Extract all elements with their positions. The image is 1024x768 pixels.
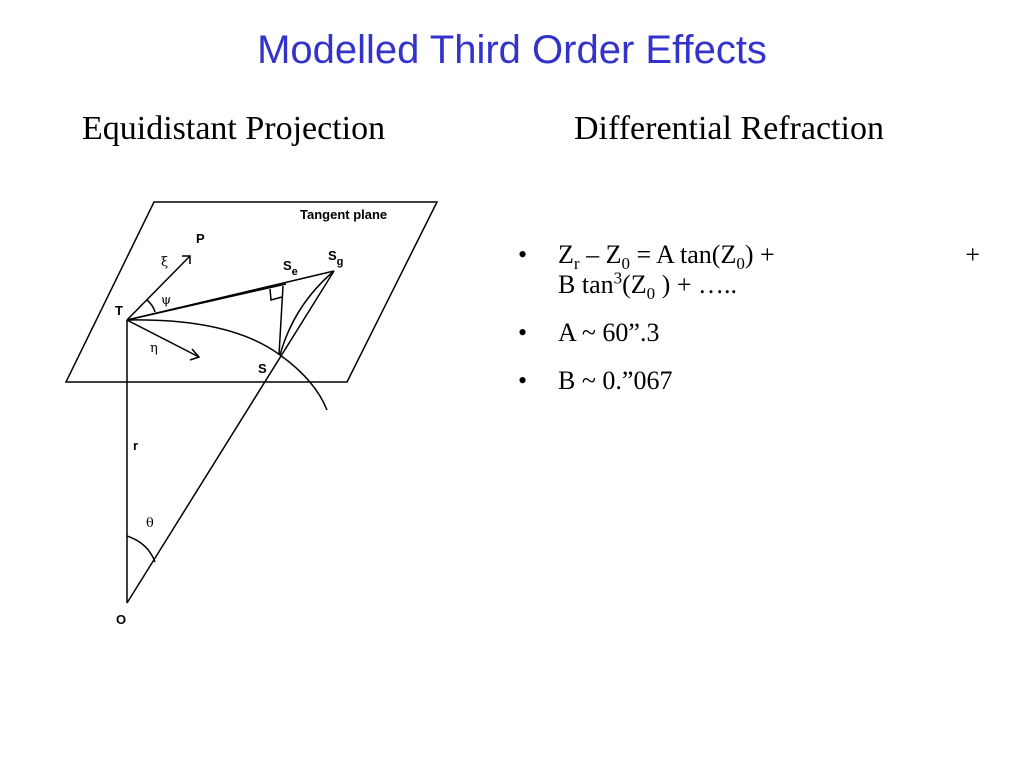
bullet-refraction-formula: Zr – Z0 = A tan(Z0) + + B tan3(Z0 ) + ….… bbox=[512, 240, 992, 302]
label-Se-sub: e bbox=[292, 266, 298, 278]
label-theta: θ bbox=[146, 516, 154, 531]
label-r: r bbox=[133, 438, 138, 453]
label-xi: ξ bbox=[161, 255, 168, 270]
formula-z: Z bbox=[558, 240, 574, 269]
right-heading: Differential Refraction bbox=[574, 110, 884, 147]
label-Se: Se bbox=[283, 258, 298, 278]
formula-tail: ) + ….. bbox=[655, 270, 737, 299]
label-O: O bbox=[116, 612, 126, 627]
label-Sg-main: S bbox=[328, 248, 337, 263]
great-circle-arc bbox=[279, 354, 328, 411]
theta-angle-arc bbox=[126, 535, 156, 563]
label-P: P bbox=[196, 231, 205, 246]
bullet-a-value: A ~ 60”.3 bbox=[512, 318, 992, 348]
line-O-Sg bbox=[126, 270, 335, 604]
tangent-plane bbox=[64, 201, 439, 383]
left-heading: Equidistant Projection bbox=[82, 110, 386, 147]
xi-arrowhead bbox=[182, 255, 191, 264]
formula-b-tan: B tan bbox=[558, 270, 614, 299]
label-eta: η bbox=[150, 341, 158, 356]
eta-arrowhead bbox=[189, 348, 201, 361]
label-S: S bbox=[258, 361, 267, 376]
label-Sg: Sg bbox=[328, 248, 343, 268]
label-Se-main: S bbox=[283, 258, 292, 273]
line-T-Se bbox=[126, 283, 287, 321]
formula-sub-0-a: 0 bbox=[621, 254, 630, 274]
xi-vector bbox=[126, 255, 191, 321]
psi-angle-arc bbox=[146, 299, 156, 313]
label-psi: ψ bbox=[161, 293, 171, 308]
label-Sg-sub: g bbox=[337, 256, 344, 268]
line-Se-S bbox=[278, 285, 284, 356]
label-tangent-plane: Tangent plane bbox=[300, 207, 387, 222]
slide-title: Modelled Third Order Effects bbox=[257, 28, 767, 72]
formula-equals-a-tan: = A tan(Z bbox=[629, 240, 737, 269]
curve-S-Sg bbox=[279, 270, 335, 356]
formula-trailing-plus: + bbox=[965, 240, 980, 269]
formula-sub-r: r bbox=[573, 254, 580, 274]
formula-sub-0-b: 0 bbox=[736, 254, 745, 274]
formula-sup-3: 3 bbox=[613, 268, 623, 288]
formula-line-1: Zr – Z0 = A tan(Z0) + bbox=[558, 240, 775, 272]
refraction-bullet-list: Zr – Z0 = A tan(Z0) + + B tan3(Z0 ) + ….… bbox=[512, 240, 992, 414]
eta-vector bbox=[126, 319, 200, 358]
formula-close-plus: ) + bbox=[744, 240, 775, 269]
formula-line-2: B tan3(Z0 ) + ….. bbox=[558, 268, 737, 302]
bullet-b-value: B ~ 0.”067 bbox=[512, 366, 992, 396]
formula-minus-z: – Z bbox=[579, 240, 622, 269]
label-T: T bbox=[115, 303, 123, 318]
arc-T-S bbox=[126, 319, 281, 356]
formula-sub-0-c: 0 bbox=[646, 284, 656, 304]
formula-open-z: (Z bbox=[622, 270, 647, 299]
right-angle-mark bbox=[269, 288, 283, 301]
